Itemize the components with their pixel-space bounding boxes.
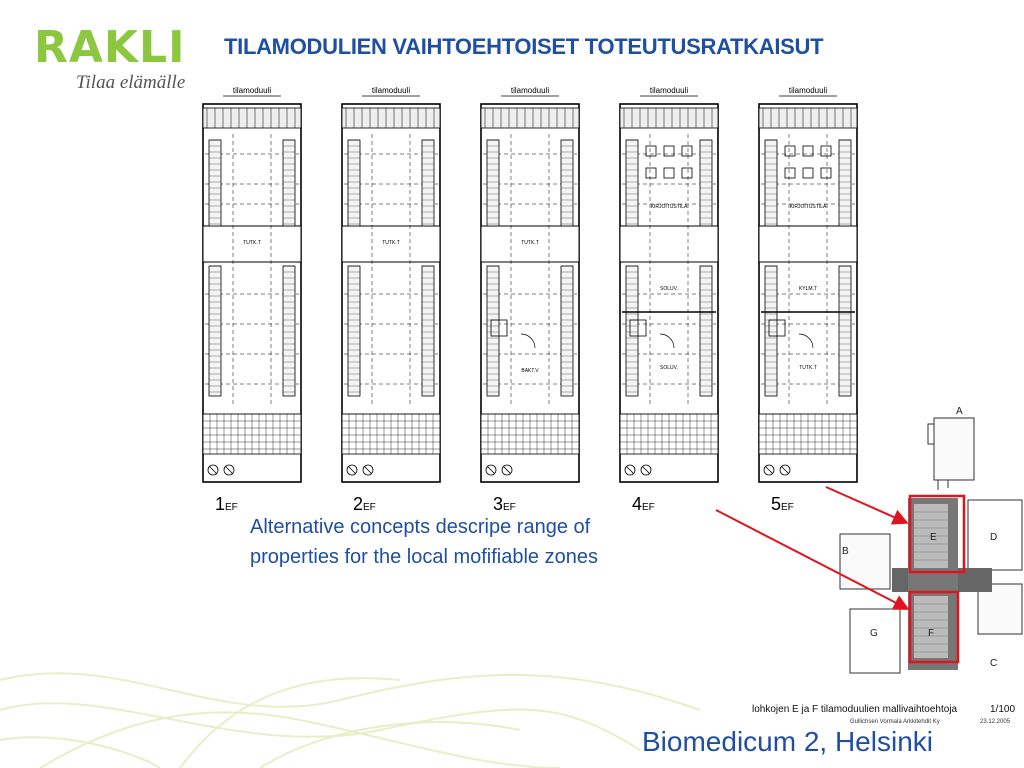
- module-label: tilamoduuli: [233, 86, 271, 95]
- drawing-author: Gullichsen Vormala Arkkitehdit Ky: [850, 719, 940, 725]
- plan-label-4: 4EF: [632, 494, 655, 514]
- room-label: KIRJOITUSTILA: [790, 204, 827, 210]
- room-label: BAKT.V: [521, 368, 539, 374]
- drawing-scale: 1/100: [990, 704, 1016, 715]
- slide-title: TILAMODULIEN VAIHTOEHTOISET TOTEUTUSRATK…: [224, 34, 824, 59]
- logo-tagline: Tilaa elämälle: [76, 72, 186, 93]
- site-label-e: E: [930, 532, 937, 543]
- plan-label-1: 1EF: [215, 494, 238, 514]
- room-label: SOLUV.: [660, 365, 678, 371]
- rakli-logo: RAKLI: [34, 26, 185, 70]
- module-label: tilamoduuli: [511, 86, 549, 95]
- room-label: TUTK.T: [799, 365, 817, 371]
- plan-label-3: 3EF: [493, 494, 516, 514]
- room-label: TUTK.T: [521, 240, 539, 246]
- plan-label-2: 2EF: [353, 494, 376, 514]
- decorative-swirl: [0, 672, 701, 768]
- module-label: tilamoduuli: [789, 86, 827, 95]
- site-plan: A B C D E F G: [839, 406, 1023, 674]
- room-label: TUTK.T: [382, 240, 400, 246]
- room-label: KYLM.T: [799, 286, 817, 292]
- site-label-f: F: [928, 628, 934, 639]
- module-label: tilamoduuli: [650, 86, 688, 95]
- footer-place: Biomedicum 2, Helsinki: [642, 726, 933, 757]
- site-label-d: D: [990, 532, 997, 543]
- room-label: SOLUV.: [660, 286, 678, 292]
- module-floor-plans: tilamoduuliTUTK.TtilamoduuliTUTK.Ttilamo…: [202, 86, 858, 483]
- site-label-c: C: [990, 658, 997, 669]
- drawing-title: lohkojen E ja F tilamoduulien mallivaiht…: [752, 704, 958, 715]
- site-label-b: B: [842, 546, 849, 557]
- room-label: KIRJOITUSTILA: [651, 204, 688, 210]
- module-label: tilamoduuli: [372, 86, 410, 95]
- logo-wordmark: RAKLI: [34, 22, 186, 73]
- site-label-a: A: [956, 406, 963, 417]
- plan-label-5: 5EF: [771, 494, 794, 514]
- drawing-date: 23.12.2005: [980, 719, 1011, 725]
- room-label: TUTK.T: [243, 240, 261, 246]
- caption-text: Alternative concepts descripe range of p…: [250, 516, 598, 568]
- site-label-g: G: [870, 628, 878, 639]
